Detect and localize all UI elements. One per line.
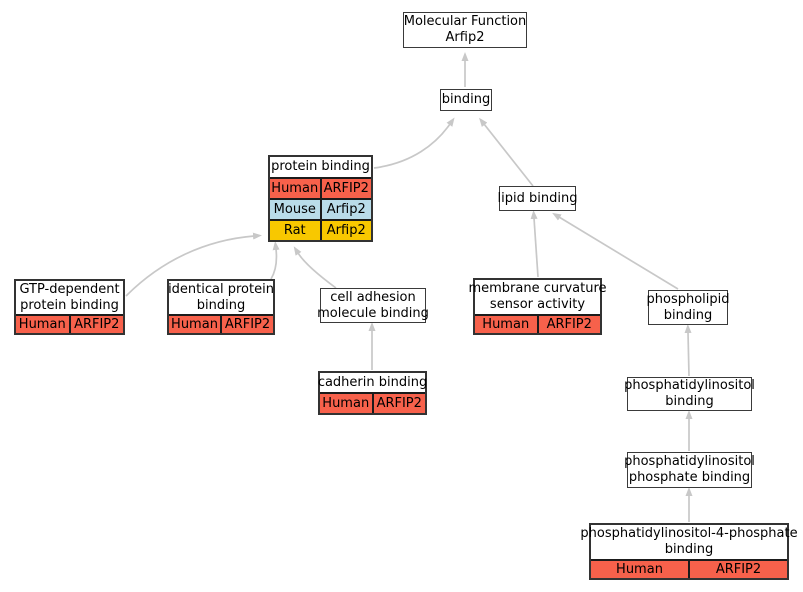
node-gtp-dependent-protein-binding[interactable]: GTP-dependent protein binding Human ARFI… — [14, 279, 125, 335]
gene-cell: Arfip2 — [319, 200, 371, 219]
species-cell: Human — [16, 316, 69, 333]
species-cell: Mouse — [270, 200, 320, 219]
species-label: Rat — [283, 222, 306, 238]
node-label-line: Molecular Function — [403, 14, 527, 29]
node-phospholipid-binding[interactable]: phospholipid binding — [646, 290, 730, 325]
gene-cell: ARFIP2 — [371, 394, 425, 413]
node-binding[interactable]: binding — [440, 89, 492, 111]
edge-pi-binding-to-phospholipid — [684, 324, 692, 377]
node-phosphatidylinositol-binding[interactable]: phosphatidylinositol binding — [624, 377, 755, 411]
node-label-line: binding — [663, 307, 713, 323]
gene-label: ARFIP2 — [376, 395, 422, 411]
species-label: Mouse — [273, 201, 316, 217]
gene-cell: ARFIP2 — [536, 316, 600, 333]
species-row-mouse: Mouse Arfip2 — [270, 198, 371, 219]
node-label-line: binding — [441, 92, 491, 107]
node-title: phosphatidylinositol-4-phosphate binding — [580, 525, 798, 561]
species-row-human: Human ARFIP2 — [591, 561, 787, 578]
node-label-line: protein binding — [20, 297, 119, 313]
node-label-line: sensor activity — [489, 297, 586, 312]
species-label: Human — [171, 316, 218, 332]
gene-label: ARFIP2 — [323, 180, 369, 196]
gene-cell: ARFIP2 — [688, 561, 787, 578]
node-label-line: phosphatidylinositol — [624, 378, 755, 393]
node-label-line: phosphatidylinositol-4-phosphate — [580, 526, 798, 541]
edge-cell-adhesion-to-protein-binding — [293, 246, 337, 289]
species-label: Human — [18, 316, 66, 332]
node-phosphatidylinositol-4-phosphate-binding[interactable]: phosphatidylinositol-4-phosphate binding… — [580, 523, 798, 580]
gene-label: Arfip2 — [326, 222, 366, 238]
node-label-line: binding — [664, 542, 714, 557]
gene-label: ARFIP2 — [546, 316, 592, 332]
species-cell: Human — [169, 316, 220, 333]
node-label-line: membrane curvature — [468, 281, 607, 296]
species-row-human: Human ARFIP2 — [16, 316, 123, 333]
species-row-human: Human ARFIP2 — [270, 179, 371, 198]
node-label-line: cell adhesion — [330, 289, 416, 305]
node-phosphatidylinositol-phosphate-binding[interactable]: phosphatidylinositol phosphate binding — [624, 452, 755, 488]
node-label-line: identical protein — [168, 281, 274, 297]
edge-identical-to-protein-binding — [270, 241, 280, 280]
node-label-line: Arfip2 — [445, 30, 485, 45]
edge-lipid-binding-to-binding — [479, 117, 534, 187]
species-row-human: Human ARFIP2 — [169, 316, 273, 333]
gene-cell: ARFIP2 — [68, 316, 123, 333]
gene-label: Arfip2 — [326, 201, 366, 217]
node-lipid-binding[interactable]: lipid binding — [497, 186, 578, 211]
node-membrane-curvature-sensor-activity[interactable]: membrane curvature sensor activity Human… — [468, 278, 607, 335]
node-title: GTP-dependent protein binding — [16, 281, 123, 316]
gene-label: ARFIP2 — [224, 316, 271, 332]
gene-cell: ARFIP2 — [319, 179, 371, 198]
species-cell: Human — [270, 179, 320, 198]
species-label: Human — [322, 395, 370, 411]
node-protein-binding[interactable]: protein binding Human ARFIP2 Mouse Arfip… — [268, 155, 373, 242]
node-title: protein binding — [270, 157, 371, 179]
species-label: Human — [271, 180, 319, 196]
node-label-line: GTP-dependent — [19, 281, 120, 297]
node-label-line: molecule binding — [317, 305, 429, 321]
gene-label: ARFIP2 — [74, 316, 120, 332]
species-label: Human — [482, 316, 530, 332]
species-label: Human — [616, 561, 663, 577]
species-row-rat: Rat Arfip2 — [270, 219, 371, 240]
species-cell: Human — [591, 561, 688, 578]
node-cell-adhesion-molecule-binding[interactable]: cell adhesion molecule binding — [317, 288, 429, 323]
node-molecular-function-arfip2[interactable]: Molecular Function Arfip2 — [403, 12, 527, 48]
node-label-line: lipid binding — [497, 190, 578, 206]
node-identical-protein-binding[interactable]: identical protein binding Human ARFIP2 — [167, 279, 275, 335]
gene-cell: ARFIP2 — [220, 316, 273, 333]
species-cell: Rat — [270, 221, 320, 240]
species-cell: Human — [320, 394, 372, 413]
gene-label: ARFIP2 — [715, 561, 762, 577]
node-title: membrane curvature sensor activity — [468, 280, 607, 316]
gene-cell: Arfip2 — [319, 221, 371, 240]
node-cadherin-binding[interactable]: cadherin binding Human ARFIP2 — [318, 371, 427, 415]
species-cell: Human — [475, 316, 537, 333]
edge-protein-binding-to-binding — [373, 117, 455, 169]
node-label-line: binding — [196, 297, 246, 313]
node-label-line: cadherin binding — [317, 374, 428, 390]
node-label-line: phosphatidylinositol — [624, 454, 755, 469]
species-row-human: Human ARFIP2 — [475, 316, 600, 333]
node-label-line: phospholipid — [646, 291, 730, 307]
species-row-human: Human ARFIP2 — [320, 394, 425, 413]
node-label-line: phosphate binding — [628, 470, 751, 485]
node-title: identical protein binding — [168, 281, 274, 316]
edge-membrane-curvature-to-lipid-binding — [530, 210, 539, 278]
node-label-line: protein binding — [271, 159, 370, 174]
node-label-line: binding — [665, 394, 714, 409]
node-title: cadherin binding — [317, 373, 428, 394]
